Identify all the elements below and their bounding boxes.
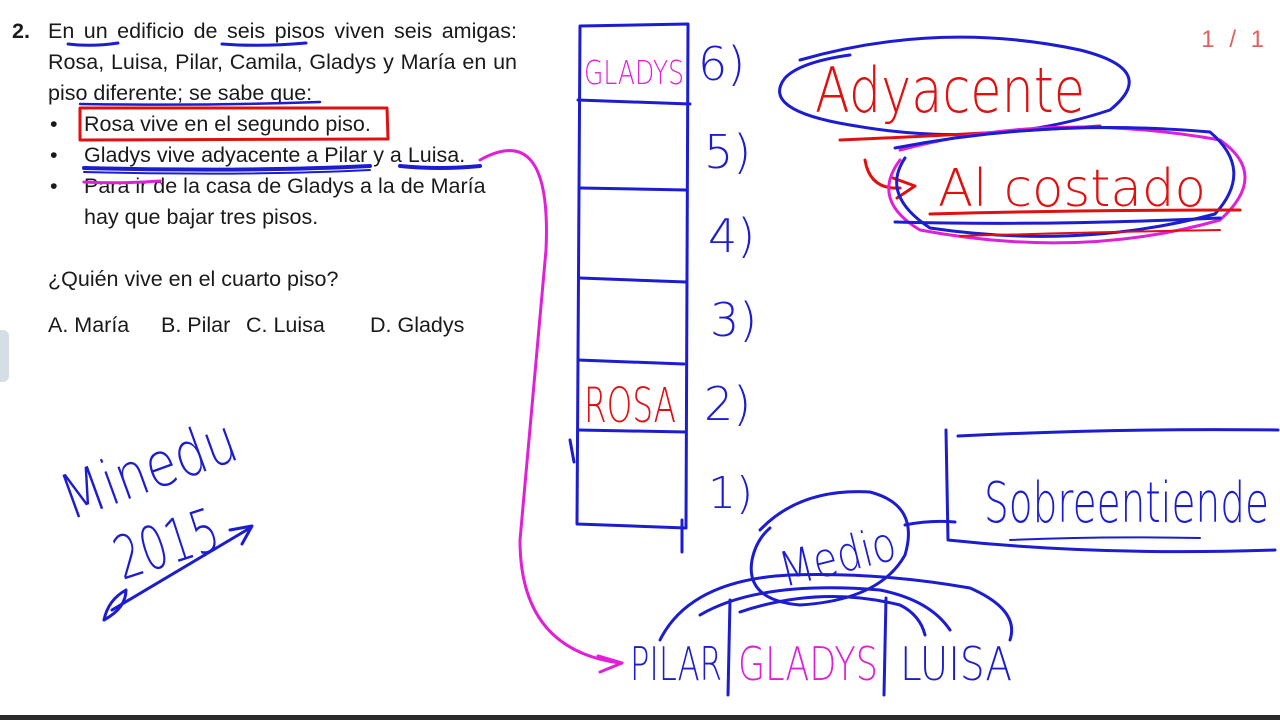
- side-panel-handle[interactable]: [0, 330, 9, 382]
- page-counter: 1 / 1: [1201, 26, 1268, 53]
- question-text: ¿Quién vive en el cuarto piso?: [48, 267, 339, 291]
- problem-stem: En un edificio de seis pisos viven seis …: [48, 19, 517, 105]
- sobreentiende-text: Sobreentiende: [984, 471, 1269, 536]
- problem-number: 2.: [12, 19, 30, 43]
- middle-word: Medio: [774, 516, 902, 599]
- adjacent-word: Adyacente: [815, 54, 1085, 127]
- floor-2-name: ROSA: [584, 378, 676, 434]
- bottom-name-gladys: GLADYS: [738, 637, 878, 691]
- option-a: A. María: [48, 313, 130, 337]
- floor-label: 6): [698, 37, 745, 91]
- floor-6-name: GLADYS: [584, 53, 684, 92]
- floor-label: 4): [708, 209, 755, 263]
- floor-label: 2): [704, 377, 751, 431]
- floor-label: 3): [710, 293, 757, 347]
- floor-label: 1): [708, 468, 753, 519]
- bottom-bar: [0, 715, 1280, 720]
- bottom-name-luisa: LUISA: [900, 637, 1012, 691]
- answer-options: A. María B. Pilar C. Luisa D. Gladys: [48, 310, 517, 341]
- condition-item: Rosa vive en el segundo piso.: [50, 109, 517, 140]
- condition-item: Para ir de la casa de Gladys a la de Mar…: [50, 171, 517, 233]
- option-c: C. Luisa: [246, 313, 325, 337]
- option-d: D. Gladys: [370, 313, 465, 337]
- option-b: B. Pilar: [161, 313, 231, 337]
- condition-item: Gladys vive adyacente a Pilar y a Luisa.: [50, 140, 517, 171]
- floor-label: 5): [704, 125, 751, 179]
- bottom-name-pilar: PILAR: [630, 637, 722, 691]
- problem-text: 2. En un edificio de seis pisos viven se…: [12, 16, 517, 341]
- condition-list: Rosa vive en el segundo piso. Gladys viv…: [12, 109, 517, 233]
- meaning-text: Al costado: [938, 159, 1206, 219]
